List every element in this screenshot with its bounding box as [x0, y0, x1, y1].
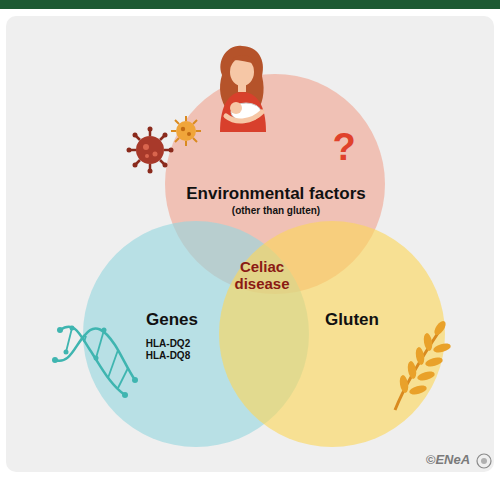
- header-bar: [0, 0, 500, 9]
- mother-baby-icon: [220, 46, 266, 132]
- wheat-icon: [395, 319, 452, 410]
- circle-title: Gluten: [325, 310, 379, 330]
- dna-icon: [52, 326, 138, 399]
- question-mark: ?: [332, 126, 355, 170]
- circle-title: Genes: [146, 310, 198, 330]
- virus-icon: [127, 127, 174, 174]
- watermark: ©ENeA: [426, 453, 470, 468]
- logo-mark: [477, 454, 491, 468]
- virus-icon: [171, 116, 201, 146]
- circle-title: Environmental factors: [186, 184, 366, 204]
- gene-list: HLA-DQ2 HLA-DQ8: [140, 338, 196, 361]
- intersection-label: Celiac disease: [217, 258, 307, 293]
- gluten-circle: Gluten: [219, 221, 445, 447]
- circle-note: (other than gluten): [232, 205, 320, 217]
